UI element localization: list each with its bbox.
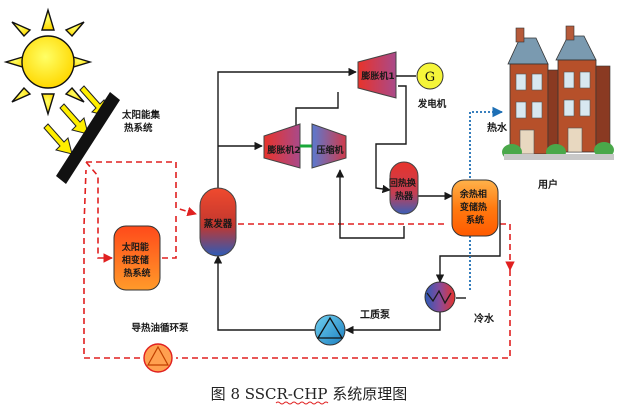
working-pump-label: 工质泵 <box>360 308 391 321</box>
cold-water-label: 冷水 <box>474 312 495 325</box>
evaporator-label: 蒸发器 <box>204 218 233 230</box>
working-pump-icon <box>314 314 346 346</box>
hot-water-label: 热水 <box>487 121 508 134</box>
expander-1-label: 膨胀机1 <box>360 70 394 82</box>
solar-storage-label: 太阳能 相变储 热系统 <box>121 241 152 279</box>
cold-water-exchanger <box>424 281 456 313</box>
waste-heat-storage-label: 余热相 变储热 系统 <box>459 188 490 226</box>
generator-icon <box>416 62 444 90</box>
generator-label: 发电机 <box>417 98 447 110</box>
figure-caption: 图 8 SSCR-CHP 系统原理图 <box>211 385 408 403</box>
htf-pump-icon <box>143 343 173 373</box>
solar-collector-panel <box>56 92 120 184</box>
expander-2-label: 膨胀机2 <box>266 144 300 156</box>
working-fluid-lines <box>213 67 501 335</box>
compressor <box>311 123 347 169</box>
regenerator <box>389 161 419 215</box>
waste-heat-storage <box>451 179 499 237</box>
expander-1 <box>357 51 397 99</box>
evaporator <box>199 187 237 257</box>
spellcheck-underline <box>275 401 329 405</box>
solar-collector-label: 太阳能集 热系统 <box>122 109 163 134</box>
houses-icon <box>502 25 614 160</box>
regenerator-label: 回热换 热器 <box>389 177 419 202</box>
compressor-label: 压缩机 <box>316 144 343 156</box>
htf-pump-label: 导热油循环泵 <box>131 322 189 334</box>
oil-loop <box>83 161 515 359</box>
generator-symbol: G <box>425 70 435 85</box>
sun-icon <box>3 7 93 117</box>
expander-2 <box>263 123 301 169</box>
solar-storage-tank <box>113 225 161 291</box>
users-label: 用户 <box>537 178 558 191</box>
